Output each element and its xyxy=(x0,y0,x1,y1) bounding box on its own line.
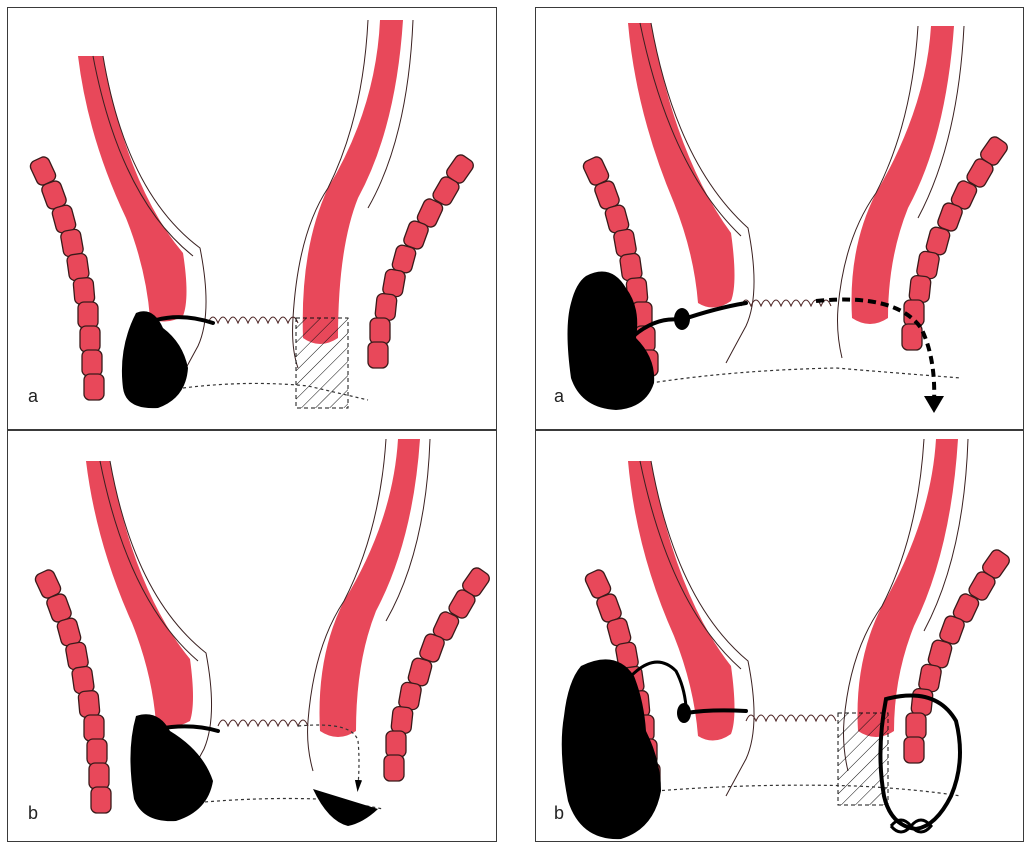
dentate-line xyxy=(208,317,298,323)
abscess-cavity xyxy=(562,659,661,839)
excised-area xyxy=(296,318,348,408)
perianal-skin-line xyxy=(656,785,961,796)
right-levator-ani xyxy=(368,153,476,368)
anal-canal-diagram-bottom-right xyxy=(536,431,1024,842)
anal-canal-diagram-top-right xyxy=(536,8,1024,430)
right-internal-sphincter xyxy=(852,26,955,324)
anal-canal-diagram-top-left xyxy=(8,8,497,430)
panel-bottom-right: b xyxy=(535,430,1024,842)
left-levator-ani xyxy=(33,568,111,813)
panel-top-left: a xyxy=(7,7,497,430)
crypt-node xyxy=(674,308,690,330)
external-opening xyxy=(313,789,378,826)
panel-label-b: b xyxy=(28,803,38,824)
right-levator-ani xyxy=(384,566,492,781)
anal-canal-diagram-bottom-left xyxy=(8,431,497,842)
arrow-head xyxy=(924,396,944,413)
panel-label-b: b xyxy=(554,803,564,824)
panel-top-right: a xyxy=(535,7,1024,430)
left-levator-ani xyxy=(28,155,104,400)
crypt-node xyxy=(677,703,691,723)
fistula-tract xyxy=(156,317,213,323)
abscess-cavity xyxy=(122,311,188,408)
dentate-line xyxy=(746,715,836,721)
panel-label-a: a xyxy=(554,386,564,407)
panel-label-a: a xyxy=(28,386,38,407)
abscess-cavity xyxy=(130,714,213,821)
left-internal-sphincter xyxy=(86,461,193,727)
left-internal-sphincter xyxy=(628,23,735,308)
perianal-skin-line xyxy=(651,368,961,383)
panel-bottom-left: b xyxy=(7,430,497,842)
left-internal-sphincter xyxy=(78,56,187,322)
dentate-line xyxy=(218,720,308,726)
